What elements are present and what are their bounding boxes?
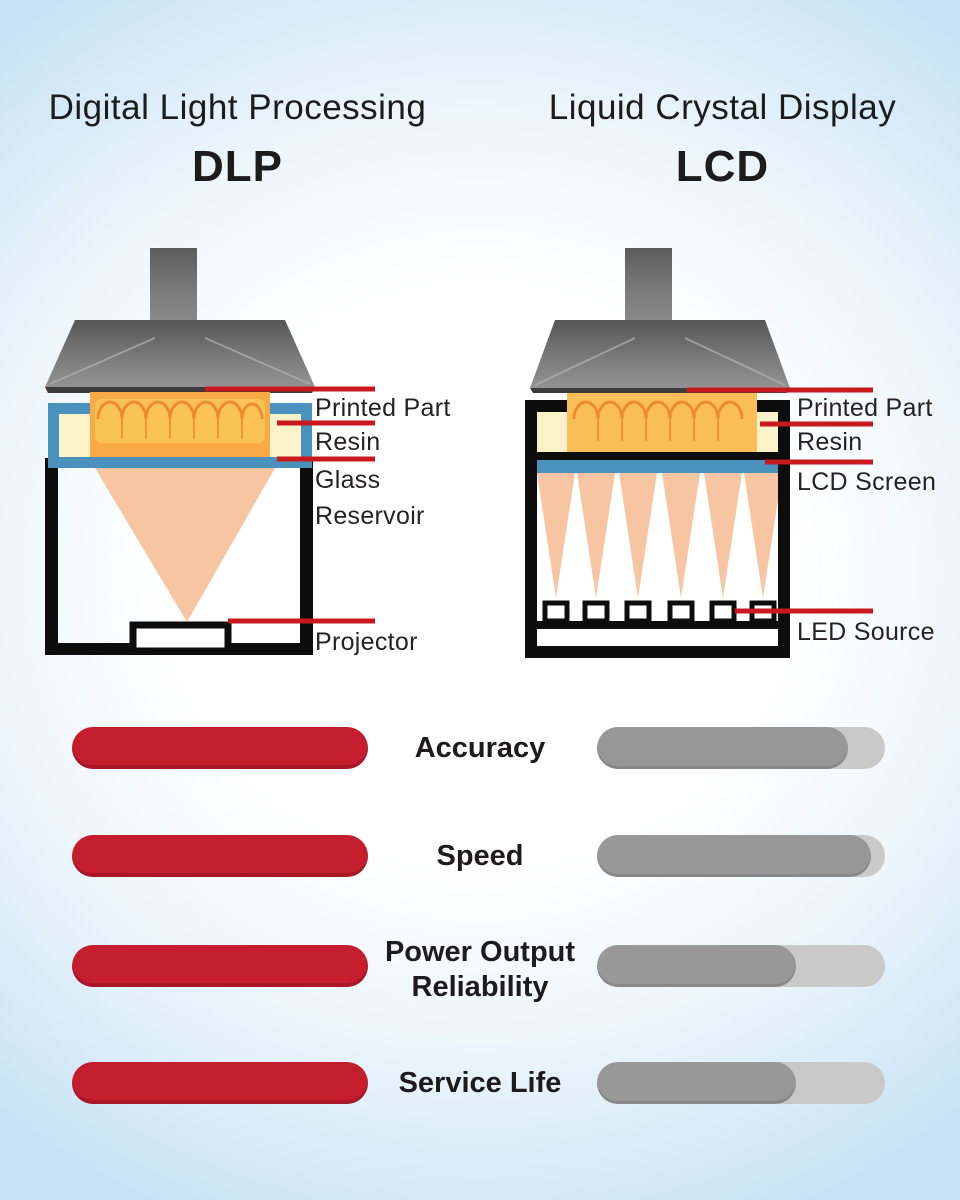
dlp-bar-accuracy <box>72 727 368 769</box>
dlp-abbr: DLP <box>192 142 283 191</box>
dlp-label-reservoir: Reservoir <box>315 502 425 530</box>
lcd-screen-mount <box>537 452 778 460</box>
lcd-build-plate <box>530 320 790 393</box>
lcd-light-cones <box>537 473 782 598</box>
dlp-glass-frame <box>48 403 312 468</box>
lcd-bar-service-life <box>597 1062 885 1104</box>
led-3 <box>624 600 652 624</box>
led-5 <box>709 600 737 624</box>
led-2 <box>582 600 610 624</box>
dlp-label-lines <box>205 386 375 624</box>
lcd-led-row <box>542 600 777 624</box>
dlp-label-glass: Glass <box>315 466 381 494</box>
lcd-screen <box>537 460 778 473</box>
lcd-bar-power-output-reliability <box>597 945 885 987</box>
dlp-bar-speed <box>72 835 368 877</box>
lcd-bar-accuracy <box>597 727 885 769</box>
dlp-light-cone <box>95 468 275 622</box>
lcd-bar-speed <box>597 835 885 877</box>
dlp-build-plate <box>45 320 315 393</box>
lcd-label-lines <box>687 387 873 614</box>
lcd-label-resin: Resin <box>797 428 863 456</box>
dlp-bar-service-life <box>72 1062 368 1104</box>
led-4 <box>667 600 695 624</box>
compare-label-speed: Speed <box>436 839 524 872</box>
lcd-label-lcd-screen: LCD Screen <box>797 468 937 496</box>
dlp-projector <box>129 621 232 655</box>
dlp-title: Digital Light Processing <box>48 88 427 127</box>
dlp-label-resin: Resin <box>315 428 381 456</box>
dlp-body-frame <box>45 458 313 655</box>
lcd-bar-fill-power-output-reliability <box>597 945 796 987</box>
compare-label-power-output-reliability: Power Output Reliability <box>384 936 576 1003</box>
dlp-printer-diagram <box>45 248 375 655</box>
lcd-bar-fill-speed <box>597 835 871 877</box>
lcd-title-block: Liquid Crystal Display LCD <box>505 88 940 192</box>
lcd-label-printed-part: Printed Part <box>797 394 933 422</box>
lcd-label-led-source: LED Source <box>797 618 935 646</box>
dlp-label-printed-part: Printed Part <box>315 394 451 422</box>
lcd-led-bar <box>537 621 778 629</box>
lcd-printed-part <box>572 400 744 441</box>
led-1 <box>542 600 570 624</box>
lcd-printer-diagram <box>525 248 873 658</box>
dlp-bar-power-output-reliability <box>72 945 368 987</box>
dlp-label-projector: Projector <box>315 628 418 656</box>
lcd-bar-fill-service-life <box>597 1062 796 1104</box>
dlp-printed-part <box>95 399 265 443</box>
lcd-bar-fill-accuracy <box>597 727 848 769</box>
dlp-title-block: Digital Light Processing DLP <box>20 88 455 192</box>
lcd-abbr: LCD <box>675 142 770 191</box>
compare-label-accuracy: Accuracy <box>414 731 546 764</box>
lcd-title: Liquid Crystal Display <box>548 88 897 127</box>
compare-label-service-life: Service Life <box>398 1066 562 1099</box>
